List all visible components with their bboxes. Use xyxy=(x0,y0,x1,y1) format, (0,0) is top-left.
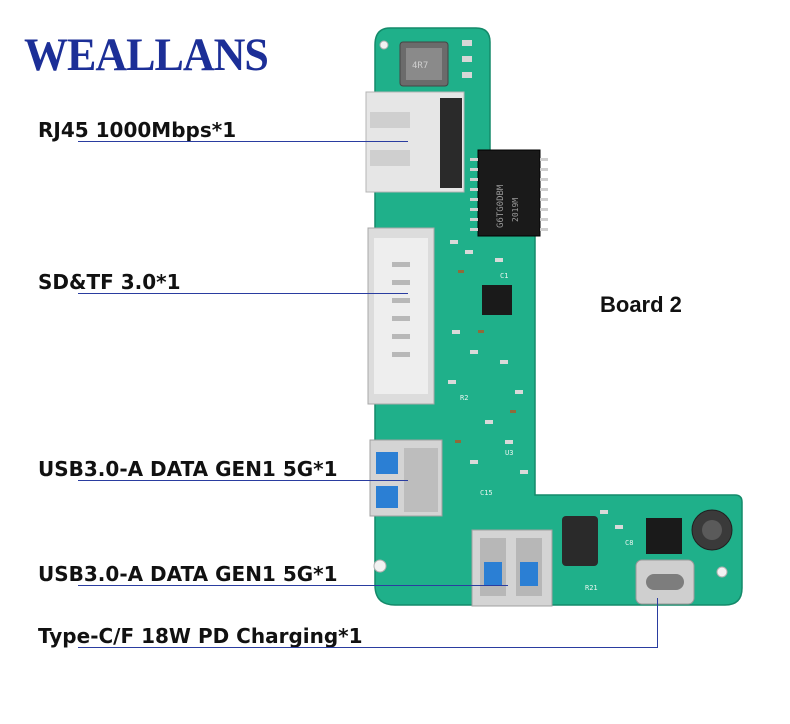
board-title: Board 2 xyxy=(600,292,682,317)
ethernet-ic-date: 2019M xyxy=(511,198,520,222)
inductor-label: 4R7 xyxy=(412,61,428,71)
leader-line-type-c xyxy=(78,647,658,648)
silk-label: C8 xyxy=(625,539,633,547)
silk-label: C15 xyxy=(480,489,493,497)
silk-label: C1 xyxy=(500,272,508,280)
ethernet-ic-label: G6TG0DBM xyxy=(496,184,506,228)
silk-label: R2 xyxy=(460,394,468,402)
label-sd-tf: SD&TF 3.0*1 xyxy=(38,270,181,294)
inductor-right xyxy=(562,516,598,566)
label-usb-a-2: USB3.0-A DATA GEN1 5G*1 xyxy=(38,562,338,586)
leader-line-type-c-vertical xyxy=(657,598,658,648)
leader-line-usb-a-1 xyxy=(78,480,408,481)
small-ic xyxy=(482,285,512,315)
brand-logo: WEALLANS xyxy=(24,29,269,81)
silk-label: R21 xyxy=(585,584,598,592)
label-usb-a-1: USB3.0-A DATA GEN1 5G*1 xyxy=(38,457,338,481)
leader-line-rj45 xyxy=(78,141,408,142)
silk-label: U3 xyxy=(505,449,513,457)
ethernet-ic xyxy=(477,149,541,237)
label-rj45: RJ45 1000Mbps*1 xyxy=(38,118,237,142)
leader-line-sd-tf xyxy=(78,293,408,294)
leader-line-usb-a-2 xyxy=(78,585,508,586)
label-type-c: Type-C/F 18W PD Charging*1 xyxy=(38,624,363,648)
pd-controller-ic xyxy=(646,518,682,554)
